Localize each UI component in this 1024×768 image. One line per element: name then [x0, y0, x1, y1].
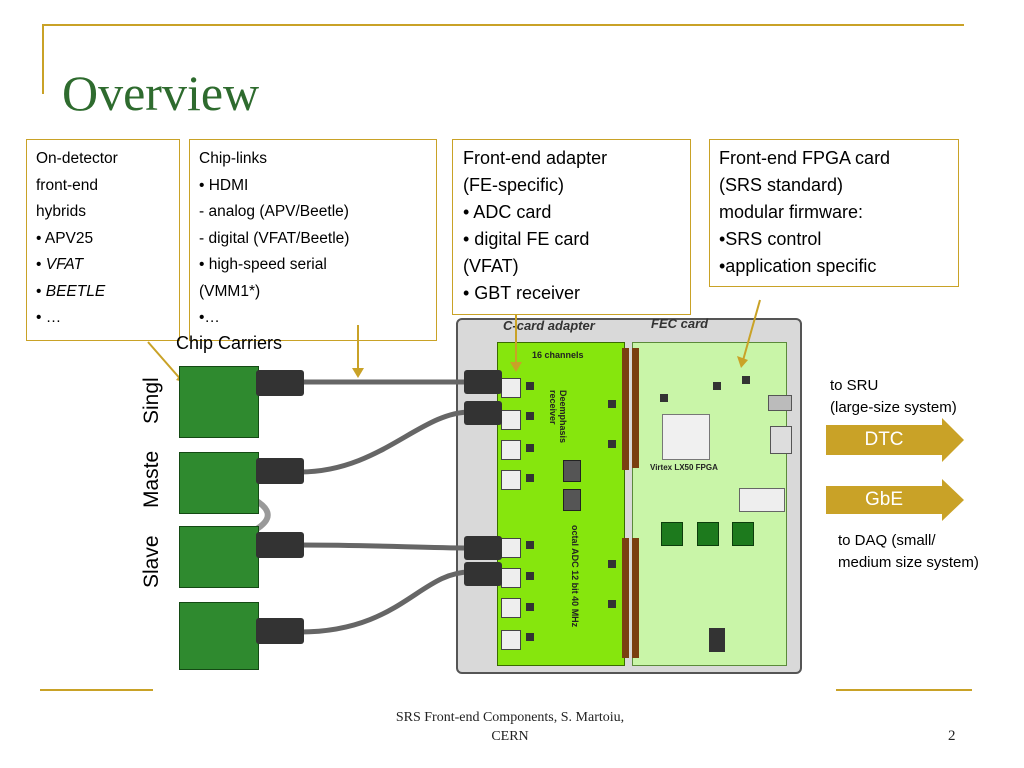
power-connector — [709, 628, 725, 652]
component — [608, 400, 616, 408]
to-daq-text: to DAQ (small/ medium size system) — [838, 532, 979, 571]
component — [526, 382, 534, 390]
footer-rule-right — [836, 689, 972, 691]
callout-beetle: BEETLE — [45, 282, 106, 300]
title-rule-left — [42, 24, 44, 94]
master-label: Maste — [140, 450, 163, 508]
hdmi-connector — [501, 440, 521, 460]
hdmi-plug — [256, 458, 304, 484]
fpga-chip — [662, 414, 710, 460]
fec-label: FEC card — [651, 316, 709, 331]
footer-text: SRS Front-end Components, S. Martoiu, CE… — [395, 710, 625, 744]
pin-header — [622, 348, 629, 470]
component — [608, 560, 616, 568]
callout-fpga-card: Front-end FPGA card (SRS standard) modul… — [709, 139, 959, 287]
hdmi-plug — [464, 562, 502, 586]
hdmi-plug — [256, 370, 304, 396]
callout-chip-links: Chip-links • HDMI - analog (APV/Beetle) … — [189, 139, 437, 341]
callout-line: On-detector — [36, 150, 118, 167]
chip-carrier-slave — [179, 526, 259, 588]
component — [526, 474, 534, 482]
component — [526, 603, 534, 611]
page-number: 2 — [948, 728, 956, 744]
component — [608, 440, 616, 448]
ccard-label: C-card adapter — [503, 318, 595, 333]
hdmi-cable — [299, 409, 471, 475]
hdmi-connector — [501, 598, 521, 618]
hdmi-plug — [256, 532, 304, 558]
channels-label: 16 channels — [532, 350, 584, 360]
hdmi-connector — [501, 630, 521, 650]
callout-detector-hybrids: On-detector front-end hybrids • APV25 • … — [26, 139, 180, 341]
chip-carrier-master — [179, 452, 259, 514]
hdmi-plug — [464, 401, 502, 425]
single-label: Singl — [140, 377, 163, 424]
pin-header — [622, 538, 629, 658]
component — [742, 376, 750, 384]
callout-pointer — [741, 299, 761, 365]
chip-carrier-4 — [179, 602, 259, 670]
sfp-port — [739, 488, 785, 512]
pointer-head — [510, 362, 522, 372]
fpga-label: Virtex LX50 FPGA — [650, 463, 718, 472]
pin-header — [632, 538, 639, 658]
slave-label: Slave — [140, 535, 163, 588]
receiver-chip — [563, 489, 581, 511]
chip-carrier-single — [179, 366, 259, 438]
callout-vfat: VFAT — [45, 256, 84, 273]
callout-line: hybrids — [36, 203, 86, 220]
callout-line: • APV25 — [36, 229, 94, 247]
callout-pointer — [147, 341, 184, 383]
slide-title: Overview — [62, 65, 260, 121]
dtc-label: DTC — [864, 429, 904, 450]
component — [526, 541, 534, 549]
hdmi-connector — [501, 470, 521, 490]
hdmi-cable — [299, 542, 471, 551]
title-rule-top — [42, 24, 964, 26]
callout-line: • … — [36, 309, 62, 326]
module — [732, 522, 754, 546]
pointer-head — [737, 356, 748, 368]
module — [697, 522, 719, 546]
receiver-chip — [563, 460, 581, 482]
to-sru-text: to SRU (large-size system) — [830, 377, 957, 416]
component — [526, 412, 534, 420]
callout-line: front-end — [36, 176, 99, 194]
component — [526, 633, 534, 641]
footer-rule-left — [40, 689, 153, 691]
dtc-arrow — [826, 418, 964, 462]
callout-fe-adapter: Front-end adapter (FE-specific) • ADC ca… — [452, 139, 691, 315]
gbe-label: GbE — [864, 489, 904, 510]
hdmi-plug — [256, 618, 304, 644]
module — [661, 522, 683, 546]
connector — [770, 426, 792, 454]
pointer-head — [352, 368, 364, 378]
hdmi-plug — [464, 536, 502, 560]
component — [526, 572, 534, 580]
component — [660, 394, 668, 402]
chip-carriers-label: Chip Carriers — [176, 333, 283, 353]
gbe-arrow — [826, 479, 964, 521]
connector — [768, 395, 792, 411]
hdmi-cable — [299, 569, 471, 635]
hdmi-plug — [464, 370, 502, 394]
component — [526, 444, 534, 452]
pin-header — [632, 348, 639, 468]
component — [713, 382, 721, 390]
component — [608, 600, 616, 608]
